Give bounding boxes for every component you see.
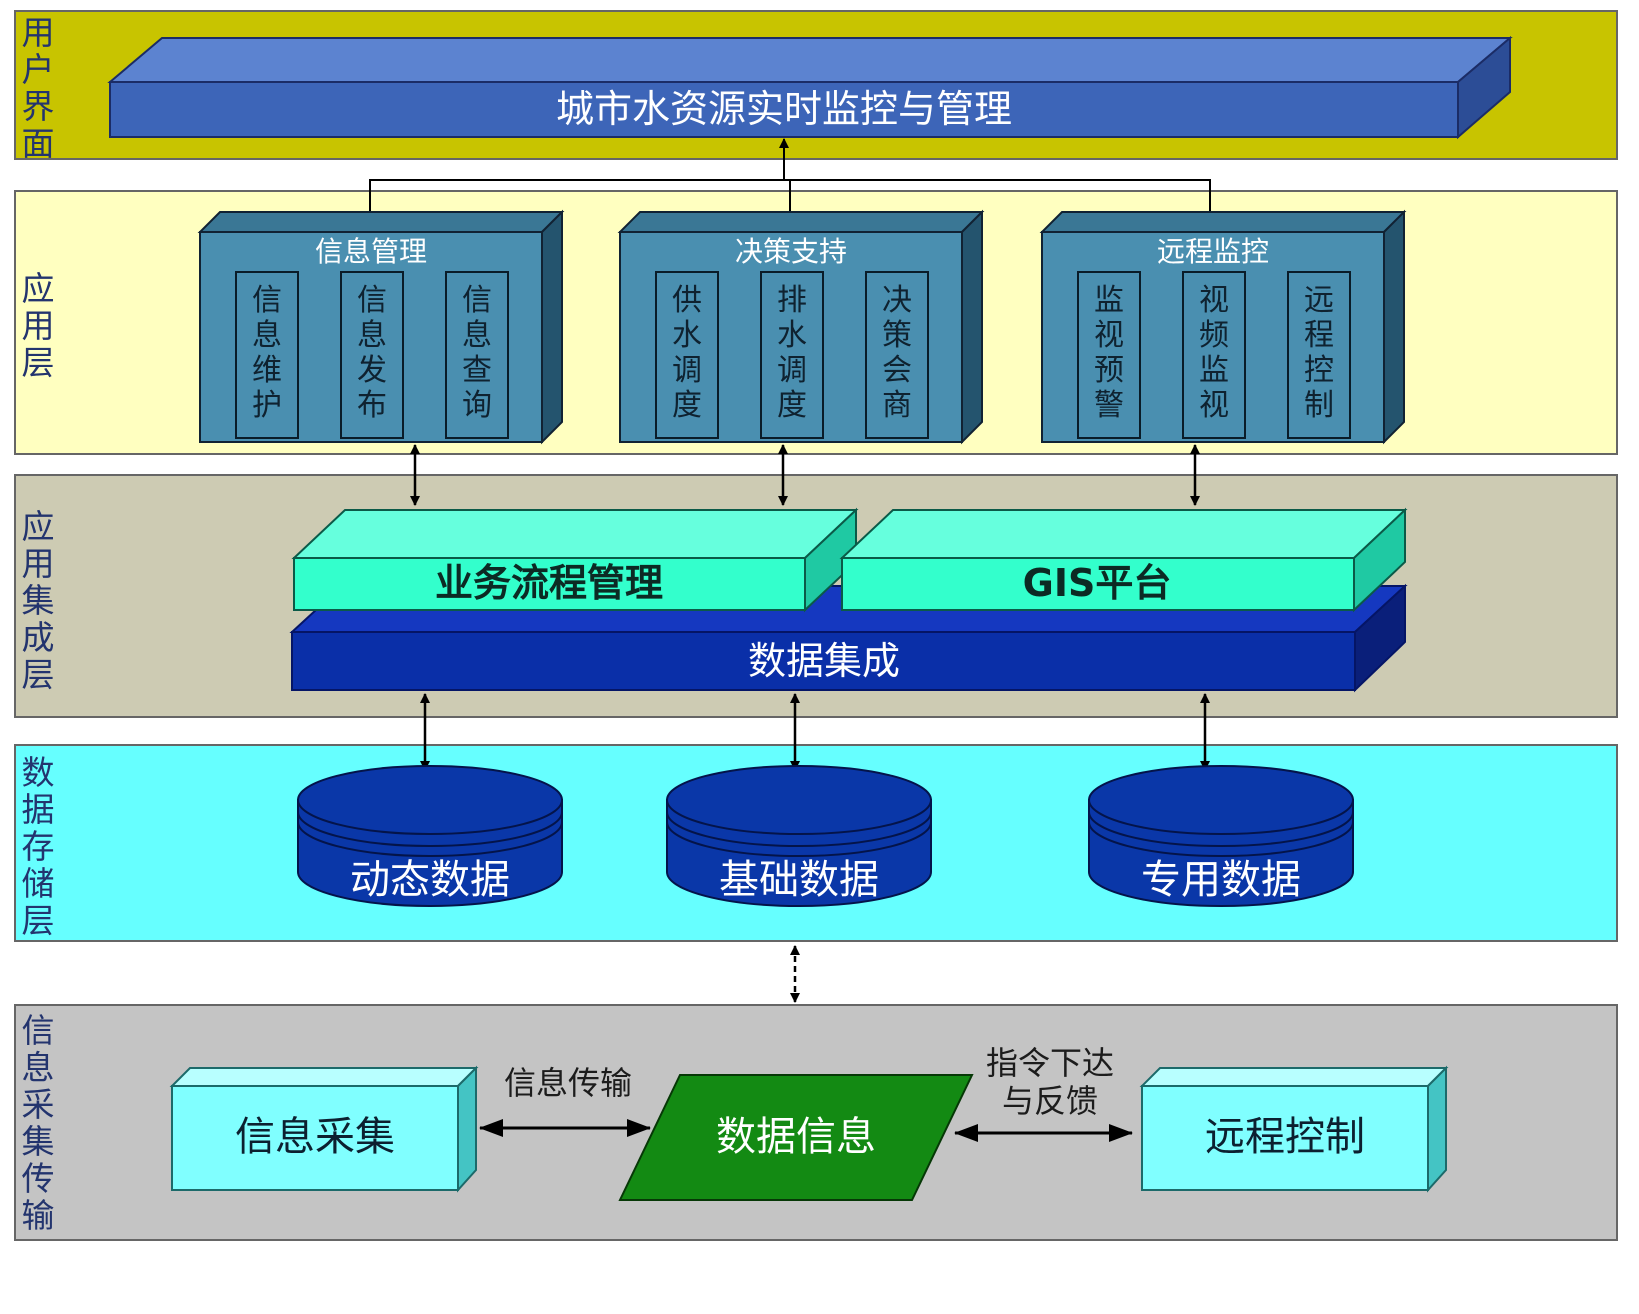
- remote-control-label: 远程控制: [1205, 1114, 1365, 1160]
- label-integration: 应用集成层: [21, 507, 55, 694]
- data-integration-label: 数据集成: [748, 639, 900, 683]
- module-title: 远程监控: [1157, 235, 1269, 268]
- module-remote-monitoring: 远程监控 监视预警 视频监视 远程控制: [1039, 209, 1407, 445]
- data-info-parallelogram: 数据信息: [618, 1074, 974, 1201]
- remote-control-box: 远程控制: [1139, 1065, 1449, 1193]
- data-info-label: 数据信息: [716, 1114, 876, 1160]
- module-info-management: 信息管理 信息维护 信息发布 信息查询: [197, 209, 565, 445]
- module-item: 供水调度: [672, 283, 702, 423]
- db-label: 动态数据: [350, 857, 510, 903]
- bpm-label: 业务流程管理: [435, 561, 663, 605]
- module-item: 决策会商: [882, 283, 912, 423]
- info-collect-label: 信息采集: [235, 1114, 395, 1160]
- module-title: 信息管理: [315, 235, 427, 268]
- top-bar: 城市水资源实时监控与管理: [107, 35, 1513, 140]
- label-application: 应用层: [21, 269, 55, 382]
- info-transfer-label: 信息传输: [504, 1064, 632, 1102]
- gis-block: GIS平台: [839, 507, 1408, 613]
- app-integration-arrows: [410, 444, 1200, 506]
- module-item: 视频监视: [1199, 283, 1229, 423]
- command-label-line2: 与反馈: [1002, 1082, 1098, 1120]
- bpm-block: 业务流程管理: [291, 507, 859, 613]
- module-title: 决策支持: [735, 235, 847, 268]
- top-bar-label: 城市水资源实时监控与管理: [556, 87, 1012, 131]
- collection-arrows: [479, 1119, 1133, 1142]
- label-user-interface: 用户界面: [21, 13, 55, 163]
- db-special: 专用数据: [1088, 765, 1354, 907]
- db-label: 基础数据: [719, 857, 879, 903]
- integration-storage-arrows: [420, 693, 1210, 771]
- module-decision-support: 决策支持 供水调度 排水调度 决策会商: [617, 209, 985, 445]
- module-item: 信息维护: [252, 283, 282, 423]
- module-item: 排水调度: [777, 283, 807, 423]
- module-item: 信息发布: [357, 283, 387, 423]
- module-item: 远程控制: [1304, 283, 1334, 423]
- label-collection: 信息采集传输: [21, 1011, 55, 1235]
- module-item: 监视预警: [1094, 283, 1124, 423]
- db-dynamic: 动态数据: [297, 765, 563, 907]
- gis-label: GIS平台: [1023, 561, 1172, 605]
- info-collect-box: 信息采集: [169, 1065, 479, 1193]
- db-basic: 基础数据: [666, 765, 932, 907]
- label-storage: 数据存储层: [21, 753, 55, 940]
- db-label: 专用数据: [1141, 857, 1301, 903]
- module-item: 信息查询: [462, 283, 492, 423]
- command-label-line1: 指令下达: [986, 1044, 1114, 1082]
